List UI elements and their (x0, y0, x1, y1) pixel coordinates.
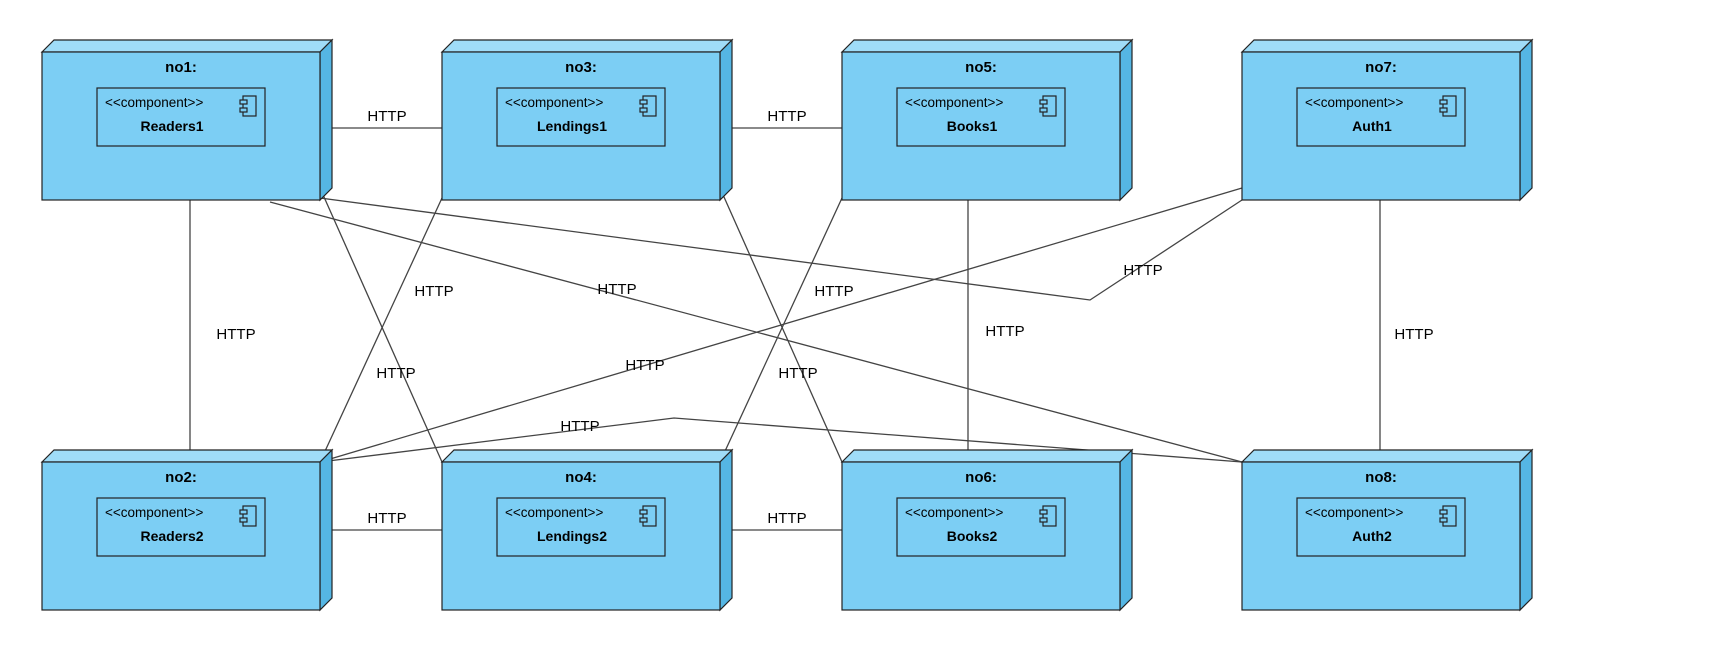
node-title: no1: (165, 59, 197, 76)
component-name: Books1 (947, 118, 998, 134)
component-icon (1439, 95, 1457, 117)
node-side-face (319, 38, 333, 202)
connector-no1-no4 (319, 187, 443, 463)
component-box (496, 87, 666, 147)
connector-label: HTTP (985, 323, 1024, 340)
node-top-face (840, 449, 1134, 463)
component-Books1[interactable]: <<component>> Books1 (896, 87, 1066, 147)
component-Auth1[interactable]: <<component>> Auth1 (1296, 87, 1466, 147)
component-stereotype: <<component>> (1305, 95, 1403, 110)
component-Lendings2[interactable]: <<component>> Lendings2 (496, 497, 666, 557)
component-name: Readers2 (140, 528, 203, 544)
node-side-face (1119, 448, 1133, 612)
component-box (496, 497, 666, 557)
component-stereotype: <<component>> (505, 95, 603, 110)
component-icon (239, 505, 257, 527)
component-Readers1[interactable]: <<component>> Readers1 (96, 87, 266, 147)
connector-label: HTTP (597, 281, 636, 298)
node-top-face (40, 39, 334, 53)
component-stereotype: <<component>> (105, 505, 203, 520)
component-box (896, 497, 1066, 557)
connector-label: HTTP (767, 108, 806, 125)
node-title: no4: (565, 469, 597, 486)
component-name: Books2 (947, 528, 998, 544)
component-name: Lendings2 (537, 528, 607, 544)
connector-label: HTTP (560, 418, 599, 435)
node-top-face (440, 449, 734, 463)
connector-label: HTTP (814, 283, 853, 300)
node-top-face (40, 449, 334, 463)
component-Lendings1[interactable]: <<component>> Lendings1 (496, 87, 666, 147)
node-no8[interactable]: no8: <<component>> Auth2 (1240, 448, 1534, 612)
node-top-face (1240, 449, 1534, 463)
node-title: no6: (965, 469, 997, 486)
component-box (1296, 497, 1466, 557)
connector-label: HTTP (1394, 326, 1433, 343)
node-no7[interactable]: no7: <<component>> Auth1 (1240, 38, 1534, 202)
component-Readers2[interactable]: <<component>> Readers2 (96, 497, 266, 557)
component-name: Readers1 (140, 118, 203, 134)
node-title: no5: (965, 59, 997, 76)
node-side-face (1119, 38, 1133, 202)
component-icon (639, 505, 657, 527)
node-side-face (1519, 38, 1533, 202)
node-no6[interactable]: no6: <<component>> Books2 (840, 448, 1134, 612)
labels-layer: HTTP HTTP HTTP HTTP HTTP HTTP HTTP HTTP HTTP HTTP… (216, 108, 1433, 527)
component-name: Auth2 (1352, 528, 1392, 544)
component-Auth2[interactable]: <<component>> Auth2 (1296, 497, 1466, 557)
connector-label: HTTP (1123, 262, 1162, 279)
node-no2[interactable]: no2: <<component>> Readers2 (40, 448, 334, 612)
node-side-face (719, 38, 733, 202)
component-box (96, 87, 266, 147)
node-top-face (1240, 39, 1534, 53)
connector-label: HTTP (414, 283, 453, 300)
connector-label: HTTP (367, 108, 406, 125)
component-icon (1439, 505, 1457, 527)
node-top-face (840, 39, 1134, 53)
node-no1[interactable]: no1: <<component>> Readers1 (40, 38, 334, 202)
connector-no7-no2 (319, 187, 1243, 463)
connector-label: HTTP (367, 510, 406, 527)
node-side-face (719, 448, 733, 612)
component-Books2[interactable]: <<component>> Books2 (896, 497, 1066, 557)
edges-layer (189, 127, 1381, 531)
node-title: no8: (1365, 469, 1397, 486)
component-icon (1039, 95, 1057, 117)
component-stereotype: <<component>> (1305, 505, 1403, 520)
component-icon (639, 95, 657, 117)
connector-label: HTTP (625, 357, 664, 374)
component-stereotype: <<component>> (105, 95, 203, 110)
component-name: Auth1 (1352, 118, 1392, 134)
node-side-face (319, 448, 333, 612)
connector-label: HTTP (767, 510, 806, 527)
node-top-face (440, 39, 734, 53)
node-no5[interactable]: no5: <<component>> Books1 (840, 38, 1134, 202)
component-box (1296, 87, 1466, 147)
node-side-face (1519, 448, 1533, 612)
component-stereotype: <<component>> (905, 505, 1003, 520)
component-box (96, 497, 266, 557)
node-title: no2: (165, 469, 197, 486)
node-title: no7: (1365, 59, 1397, 76)
connector-label: HTTP (376, 365, 415, 382)
connector-label: HTTP (778, 365, 817, 382)
component-icon (1039, 505, 1057, 527)
component-stereotype: <<component>> (505, 505, 603, 520)
component-name: Lendings1 (537, 118, 607, 134)
connector-no2-no8 (319, 417, 1243, 463)
nodes-layer: no1: <<component>> Readers1 no3: <<component… (40, 38, 1534, 612)
component-box (896, 87, 1066, 147)
node-no3[interactable]: no3: <<component>> Lendings1 (440, 38, 734, 202)
connector-no1-no7 (319, 197, 1243, 301)
component-icon (239, 95, 257, 117)
connector-label: HTTP (216, 326, 255, 343)
component-stereotype: <<component>> (905, 95, 1003, 110)
connector-no5-no4 (719, 197, 843, 463)
node-no4[interactable]: no4: <<component>> Lendings2 (440, 448, 734, 612)
node-title: no3: (565, 59, 597, 76)
